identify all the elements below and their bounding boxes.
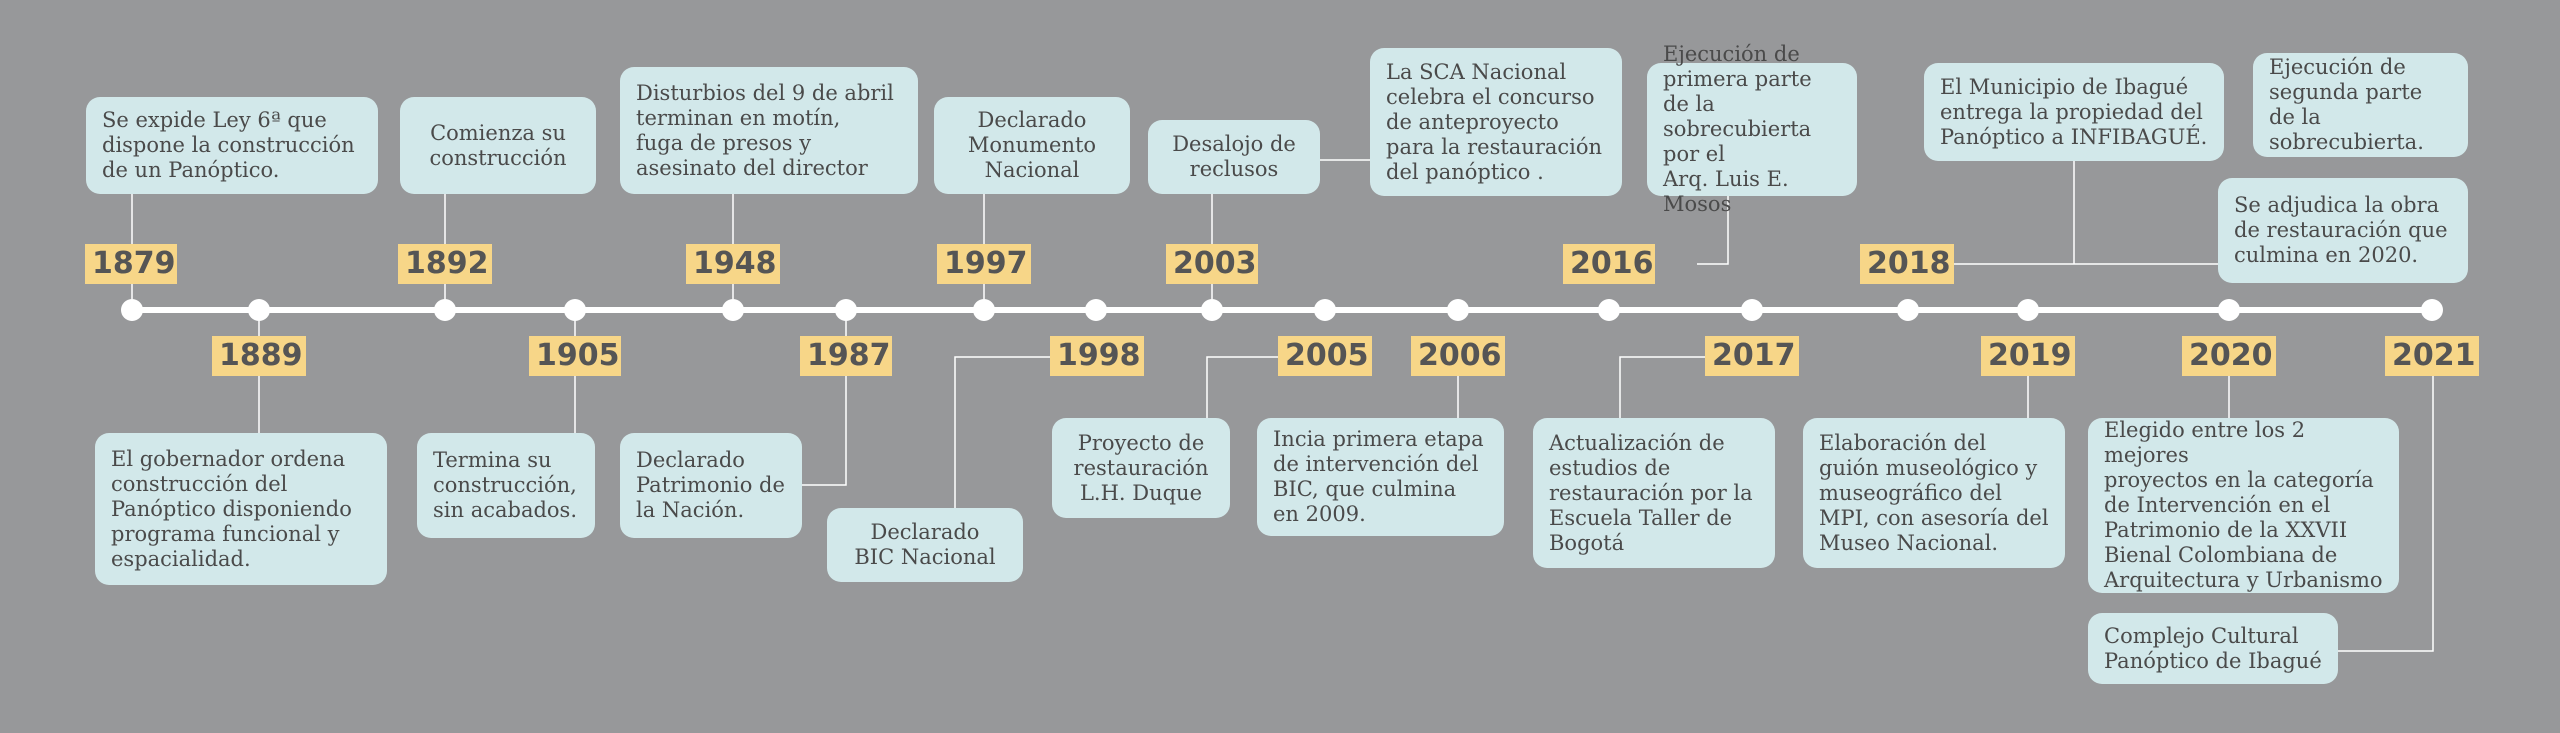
year-label-2019: 2019 [1981, 336, 2075, 376]
event-box-1998: Declarado BIC Nacional [827, 508, 1023, 582]
event-box-1889: El gobernador ordena construcción del Pa… [95, 433, 387, 585]
event-box-2021: Complejo Cultural Panóptico de Ibagué [2088, 613, 2338, 684]
timeline-dot [564, 299, 586, 321]
event-box-2017: Actualización de estudios de restauració… [1533, 418, 1775, 568]
year-label-1997: 1997 [937, 244, 1031, 284]
timeline-dot [1598, 299, 1620, 321]
event-box-1905: Termina su construcción, sin acabados. [417, 433, 595, 538]
note-box-segunda-sobrecubierta: Ejecución de segunda parte de la sobrecu… [2253, 53, 2468, 157]
timeline-dot [1201, 299, 1223, 321]
year-label-2016: 2016 [1563, 244, 1655, 284]
event-box-2019: Elaboración del guión museológico y muse… [1803, 418, 2065, 568]
year-label-2005: 2005 [1278, 336, 1372, 376]
event-box-2018: El Municipio de Ibagué entrega la propie… [1924, 63, 2224, 161]
event-box-2005: Proyecto de restauración L.H. Duque [1052, 418, 1230, 518]
timeline-dot [722, 299, 744, 321]
timeline-dot [1447, 299, 1469, 321]
timeline-dot [973, 299, 995, 321]
year-label-2020: 2020 [2182, 336, 2276, 376]
year-label-2021: 2021 [2385, 336, 2479, 376]
timeline-axis [130, 307, 2432, 313]
timeline-dot [434, 299, 456, 321]
event-box-1987: Declarado Patrimonio de la Nación. [620, 433, 802, 538]
event-box-2006: Incia primera etapa de intervención del … [1257, 418, 1504, 536]
year-label-1889: 1889 [212, 336, 306, 376]
event-box-1948: Disturbios del 9 de abril terminan en mo… [620, 67, 918, 194]
event-box-1997: Declarado Monumento Nacional [934, 97, 1130, 194]
timeline-dot [2017, 299, 2039, 321]
year-label-2018: 2018 [1860, 244, 1954, 284]
year-label-1987: 1987 [800, 336, 892, 376]
timeline-dot [248, 299, 270, 321]
event-box-1879: Se expide Ley 6ª que dispone la construc… [86, 97, 378, 194]
timeline-dot [2218, 299, 2240, 321]
connector-1998 [954, 356, 1052, 508]
connector-2005 [1206, 356, 1282, 418]
timeline-dot [1897, 299, 1919, 321]
year-label-2006: 2006 [1411, 336, 1505, 376]
timeline-dot [835, 299, 857, 321]
year-label-2017: 2017 [1705, 336, 1799, 376]
timeline-dot [1741, 299, 1763, 321]
year-label-1998: 1998 [1050, 336, 1144, 376]
event-box-2016: Ejecución de primera parte de la sobrecu… [1647, 42, 1857, 216]
connector-2017 [1619, 356, 1710, 418]
timeline-dot [2421, 299, 2443, 321]
year-label-1892: 1892 [398, 244, 492, 284]
timeline-dot [121, 299, 143, 321]
event-box-2003: Desalojo de reclusos [1148, 120, 1320, 194]
timeline-dot [1085, 299, 1107, 321]
note-box-sca: La SCA Nacional celebra el concurso de a… [1370, 48, 1622, 196]
timeline-dot [1314, 299, 1336, 321]
connector-2021 [2338, 376, 2434, 652]
note-box-adjudica-obra: Se adjudica la obra de restauración que … [2218, 178, 2468, 283]
connector-2016 [1697, 196, 1729, 265]
year-label-1905: 1905 [529, 336, 621, 376]
event-box-1892: Comienza su construcción [400, 97, 596, 194]
year-label-1879: 1879 [85, 244, 177, 284]
year-label-2003: 2003 [1166, 244, 1258, 284]
event-box-2020: Elegido entre los 2 mejores proyectos en… [2088, 418, 2399, 593]
year-label-1948: 1948 [686, 244, 780, 284]
